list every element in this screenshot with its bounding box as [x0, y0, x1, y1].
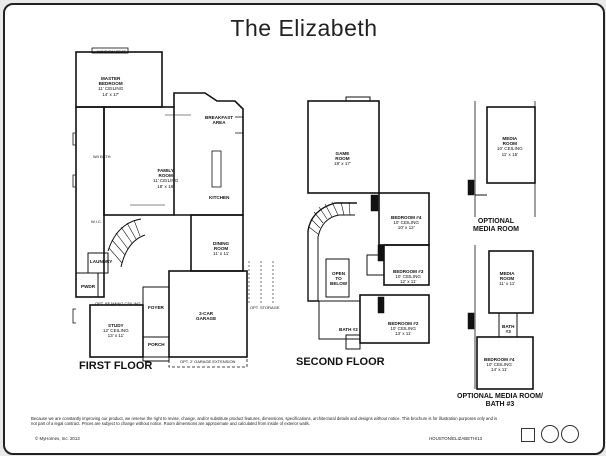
bedroom3-detail: 10' CEILING 12' x 11': [395, 274, 422, 285]
pwdr-name: PWDR: [81, 284, 96, 289]
porch-label: PORCH: [148, 342, 165, 347]
floor-plan-sheet: The Elizabeth: [3, 3, 605, 455]
copyright-text: © MyHomes, Inc. 2013: [35, 436, 80, 441]
plan-title: The Elizabeth: [230, 15, 378, 41]
garage-name: 2-CAR GARAGE: [196, 311, 217, 322]
media-room-1-name: MEDIA ROOM: [502, 136, 518, 147]
media-room-2-label: MEDIA ROOM 11' x 11': [499, 271, 515, 287]
kitchen-label: KITCHEN: [209, 195, 229, 200]
left-wing-walls: [75, 106, 105, 298]
master-bedroom-detail: 11' CEILING 14' x 17': [98, 86, 124, 97]
optional-bedroom4-detail: 10' CEILING 14' x 11': [486, 362, 513, 373]
bedroom4-detail: 10' CEILING 10' x 12': [393, 220, 420, 231]
bath2-label: BATH #2: [339, 327, 358, 332]
family-room-label: FAMILY ROOM 11' CEILING 18' x 18': [153, 168, 178, 189]
game-room-detail: 18' x 17': [334, 161, 351, 167]
kitchen-name: KITCHEN: [209, 195, 230, 200]
bedroom4-name: BEDROOM #4: [391, 215, 422, 220]
bedroom2-detail: 10' CEILING 13' x 11': [390, 326, 417, 337]
equal-housing-icon: [521, 428, 535, 442]
family-room-detail: 11' CEILING 18' x 18': [153, 178, 179, 189]
bath2-name: BATH #2: [339, 327, 358, 332]
plan-code: HOUSTON/ELIZABETH/13: [429, 436, 483, 441]
floor-plan-drawing: [72, 47, 536, 390]
breakfast-name: BREAKFAST AREA: [205, 115, 234, 126]
wic-label: W.I.C.: [91, 219, 102, 224]
garage-extension-label: OPT. 2' GARAGE EXTENSION: [180, 359, 236, 364]
media-room-2-name: MEDIA ROOM: [499, 271, 515, 282]
legal-disclaimer: Because we are constantly improving our …: [31, 416, 498, 427]
first-floor-caption: FIRST FLOOR: [79, 360, 153, 372]
window-seat-label: WINDOW SEAT: [97, 49, 126, 54]
game-room-label: GAME ROOM 18' x 17': [334, 151, 351, 167]
opt-storage-label: OPT. STORAGE: [250, 305, 280, 310]
family-room-walls: [103, 106, 175, 216]
opt-beaming-label: OPT. BEAMING CEILING: [95, 301, 141, 306]
media-room-1-label: MEDIA ROOM 10' CEILING 11' x 15': [497, 136, 523, 157]
optional-media-bath-caption: OPTIONAL MEDIA ROOM/ BATH #3: [457, 393, 543, 408]
laundry-name: LAUNDRY: [90, 259, 113, 264]
open-to-below-walls: [325, 258, 350, 298]
seal-icon: [541, 425, 559, 443]
kitchen-walls: [173, 92, 244, 216]
media-room-2-detail: 11' x 11': [499, 281, 516, 287]
dining-room-detail: 11' x 11': [213, 251, 230, 257]
breakfast-label: BREAKFAST AREA: [205, 115, 233, 125]
laundry-label: LAUNDRY: [90, 259, 112, 264]
garage-label: 2-CAR GARAGE: [196, 311, 216, 321]
family-room-name: FAMILY ROOM: [157, 168, 174, 179]
second-floor-caption: SECOND FLOOR: [296, 356, 385, 368]
master-bedroom-name: MASTER BEDROOM: [98, 76, 123, 87]
bath3-name: BATH #3: [502, 324, 515, 335]
game-room-name: GAME ROOM: [335, 151, 350, 162]
bedroom4-label: BEDROOM #4 10' CEILING 10' x 12': [391, 215, 421, 231]
optional-bedroom4-name: BEDROOM #4: [484, 357, 515, 362]
foyer-name: FOYER: [148, 305, 164, 310]
window-seat-shape: [91, 47, 129, 54]
garage-extension-dashed: [168, 356, 248, 368]
open-to-below-name: OPEN TO BELOW: [330, 271, 348, 287]
bedroom2-label: BEDROOM #2 10' CEILING 13' x 11': [388, 321, 418, 337]
wi-bath-label: W/I BATH: [93, 154, 111, 159]
study-detail: 12' CEILING 13' x 11': [103, 328, 129, 339]
bath2-walls: [318, 300, 361, 340]
game-room-walls: [307, 100, 380, 194]
dining-room-name: DINING ROOM: [213, 241, 230, 252]
first-floor-stair-arc: [107, 218, 142, 252]
foyer-label: FOYER: [148, 305, 164, 310]
kitchen-island: [211, 150, 222, 188]
optional-media-room-caption: OPTIONAL MEDIA ROOM: [473, 218, 520, 233]
certification-badge-icon: [561, 425, 579, 443]
master-bedroom-label: MASTER BEDROOM 11' CEILING 14' x 17': [98, 76, 123, 97]
open-to-below-label: OPEN TO BELOW: [330, 271, 347, 287]
pwdr-label: PWDR: [81, 284, 95, 289]
bedroom3-name: BEDROOM #3: [393, 269, 424, 274]
porch-name: PORCH: [148, 342, 165, 347]
bath3-label: BATH #3: [502, 324, 514, 334]
garage-walls: [168, 270, 248, 358]
optional-bedroom4-walls: [476, 336, 534, 390]
bedroom2-name: BEDROOM #2: [388, 321, 419, 326]
dining-room-label: DINING ROOM 11' x 11': [213, 241, 229, 257]
study-name: STUDY: [108, 323, 124, 328]
second-floor-stair-arc: [307, 202, 357, 232]
media-room-1-detail: 10' CEILING 11' x 15': [497, 146, 523, 157]
optional-bedroom4-label: BEDROOM #4 10' CEILING 14' x 11': [484, 357, 514, 373]
bedroom3-label: BEDROOM #3 10' CEILING 12' x 11': [393, 269, 423, 285]
study-label: STUDY 12' CEILING 13' x 11': [103, 323, 129, 339]
